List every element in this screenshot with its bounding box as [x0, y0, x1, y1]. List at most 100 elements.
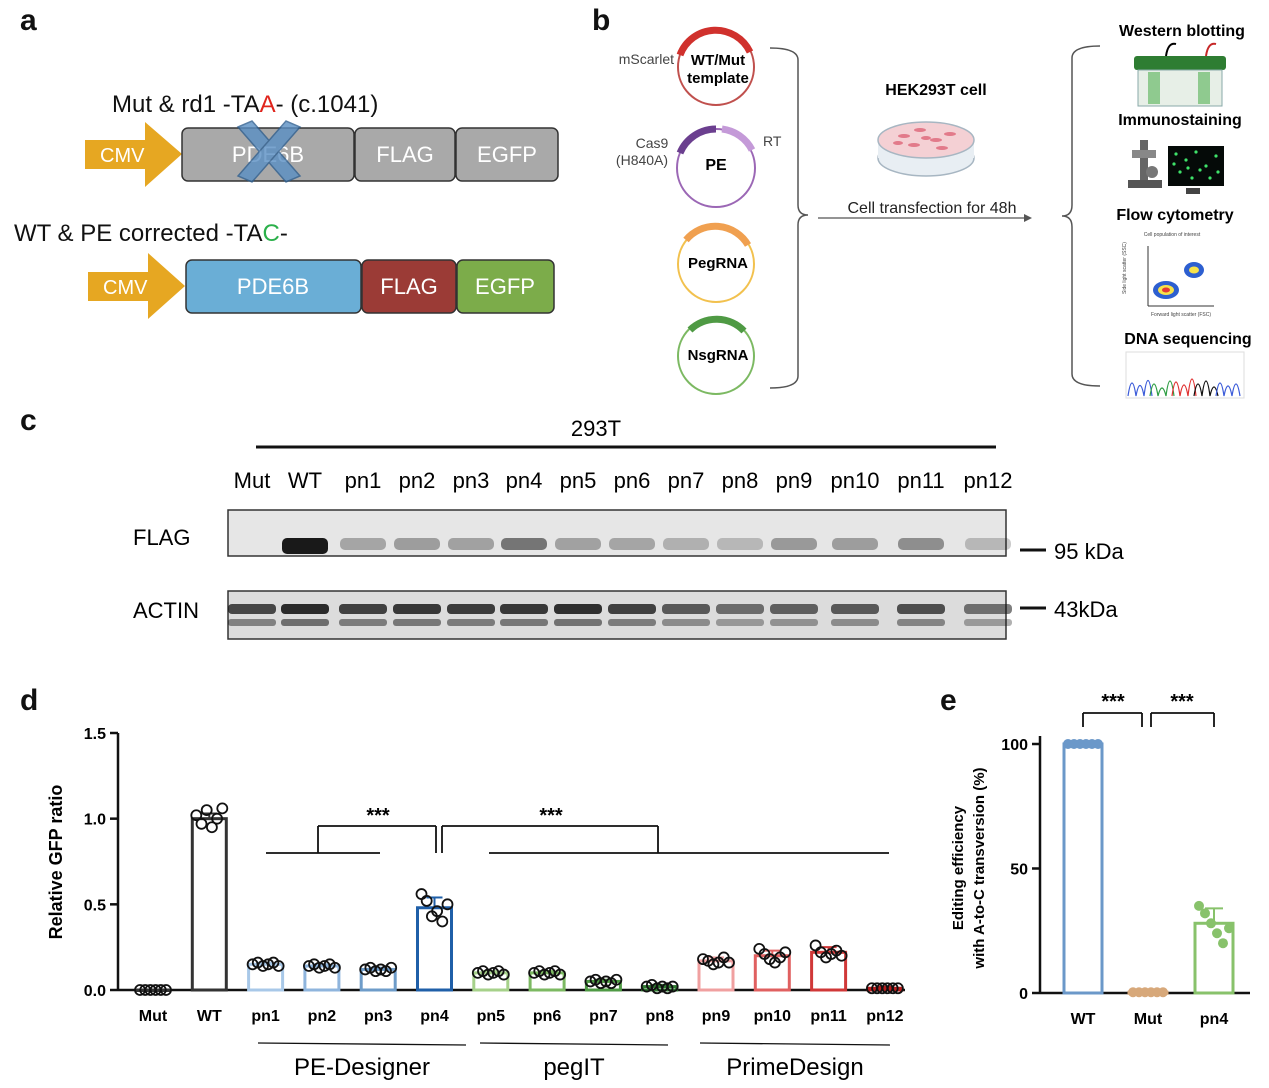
sig-stars: ***: [366, 805, 390, 827]
actin-band: [281, 604, 329, 614]
mscarlet-segment: [676, 26, 754, 57]
actin-band: [716, 604, 764, 614]
x-tick-label: Mut: [139, 1008, 168, 1025]
nsgrna-segment: [687, 315, 747, 334]
x-tick-label: pn8: [645, 1008, 674, 1025]
actin-band: [770, 604, 818, 614]
flag-band: [832, 538, 878, 550]
flag-band: [340, 538, 386, 550]
actin-band-lower: [716, 619, 764, 626]
lane-label: pn1: [345, 468, 382, 493]
data-point: [431, 905, 444, 918]
data-point: [195, 817, 208, 830]
data-point: [154, 984, 167, 996]
x-tick-label: pn2: [308, 1008, 337, 1025]
bar: [697, 959, 735, 992]
cmv-promoter-arrow-wt: [88, 253, 185, 319]
actin-band-lower: [447, 619, 495, 626]
x-tick-label: pn11: [810, 1008, 847, 1025]
data-point: [415, 888, 428, 900]
lane-label: pn6: [614, 468, 651, 493]
actin-band: [339, 604, 387, 614]
data-point: [610, 973, 623, 986]
x-tick-label: pn6: [533, 1008, 562, 1025]
template-name-line1: WT/Mut: [691, 52, 745, 69]
y-tick-label: 0: [1019, 986, 1028, 1003]
actin-band-lower: [831, 619, 879, 626]
fluorescence-image-icon: [1168, 146, 1224, 194]
wt-gene-label: PDE6B: [237, 274, 309, 299]
wt-egfp-label: EGFP: [475, 274, 535, 299]
group-underline: [699, 1042, 891, 1046]
data-point: [272, 960, 285, 972]
actin-band-lower: [662, 619, 710, 626]
actin-band: [393, 604, 441, 614]
actin-band: [554, 604, 602, 614]
chromatogram-icon: [1125, 351, 1245, 399]
western-title: Western blotting: [1119, 23, 1245, 40]
dna-title: DNA sequencing: [1124, 331, 1251, 348]
lane-label: pn7: [668, 468, 705, 493]
flow-plot-icon: Side light scatter (SSC) Forward light s…: [1122, 232, 1214, 318]
sig-stars: ***: [1170, 691, 1194, 713]
y-tick-label: 0.5: [84, 897, 106, 914]
data-point: [1093, 739, 1103, 749]
data-point: [661, 982, 674, 995]
western-blot-apparatus-icon: [1134, 42, 1226, 107]
cmv-promoter-arrow: [85, 122, 182, 187]
data-point: [257, 960, 269, 972]
data-point: [697, 953, 709, 966]
lane-label: WT: [288, 468, 322, 493]
flag-band: [282, 538, 328, 554]
template-name-line2: template: [687, 70, 749, 87]
data-point: [779, 946, 792, 959]
group-label: PE-Designer: [294, 1054, 430, 1081]
mut-construct-title: Mut & rd1 -TAA- (c.1041): [112, 91, 378, 118]
flag-row-label: FLAG: [133, 525, 190, 550]
gfp-chart-significance: *** ***: [266, 805, 889, 854]
petri-dish-icon: [877, 121, 975, 177]
data-point: [554, 968, 566, 981]
data-point: [1158, 987, 1168, 998]
actin-band: [608, 604, 656, 614]
y-tick-label: 1.0: [84, 812, 106, 829]
data-point: [1194, 900, 1204, 911]
cmv-label-wt: CMV: [103, 277, 148, 299]
data-point: [216, 802, 229, 815]
data-point: [482, 968, 495, 981]
sig-stars: ***: [539, 805, 563, 827]
lane-label: pn10: [831, 468, 880, 493]
y-tick-label: 0.0: [84, 983, 106, 1000]
data-point: [1200, 908, 1210, 919]
panel-a-constructs: Mut & rd1 -TAA- (c.1041) CMV PDE6B FLAG …: [14, 91, 559, 319]
data-point: [436, 915, 449, 928]
x-tick-label: Mut: [1134, 1011, 1163, 1028]
panel-label-e: e: [940, 684, 957, 717]
sig-stars: ***: [1101, 691, 1125, 713]
arrow-head-icon: [1024, 214, 1032, 222]
flag-band: [663, 538, 709, 550]
mscarlet-label: mScarlet: [619, 51, 674, 67]
data-point: [200, 804, 213, 816]
lane-label: pn11: [897, 468, 944, 493]
flag-band: [501, 538, 547, 550]
bar: [528, 971, 566, 992]
y-tick-label: 50: [1010, 862, 1028, 879]
rt-segment: [721, 125, 756, 152]
flow-x-label: Forward light scatter (FSC): [1151, 312, 1211, 318]
y-tick-label: 1.5: [84, 726, 106, 743]
nsgrna-name: NsgRNA: [688, 347, 749, 364]
data-point: [1224, 923, 1234, 934]
actin-band-lower: [228, 619, 276, 626]
actin-band-lower: [393, 619, 441, 626]
mut-egfp-label: EGFP: [477, 142, 537, 167]
mutation-cross-icon: [236, 120, 302, 183]
cas9-variant-label: (H840A): [616, 152, 668, 168]
x-tick-label: pn4: [420, 1008, 449, 1025]
actin-blot: [227, 590, 1007, 640]
panel-label-d: d: [20, 684, 39, 717]
x-tick-label: pn10: [754, 1008, 791, 1025]
actin-band: [228, 604, 276, 614]
